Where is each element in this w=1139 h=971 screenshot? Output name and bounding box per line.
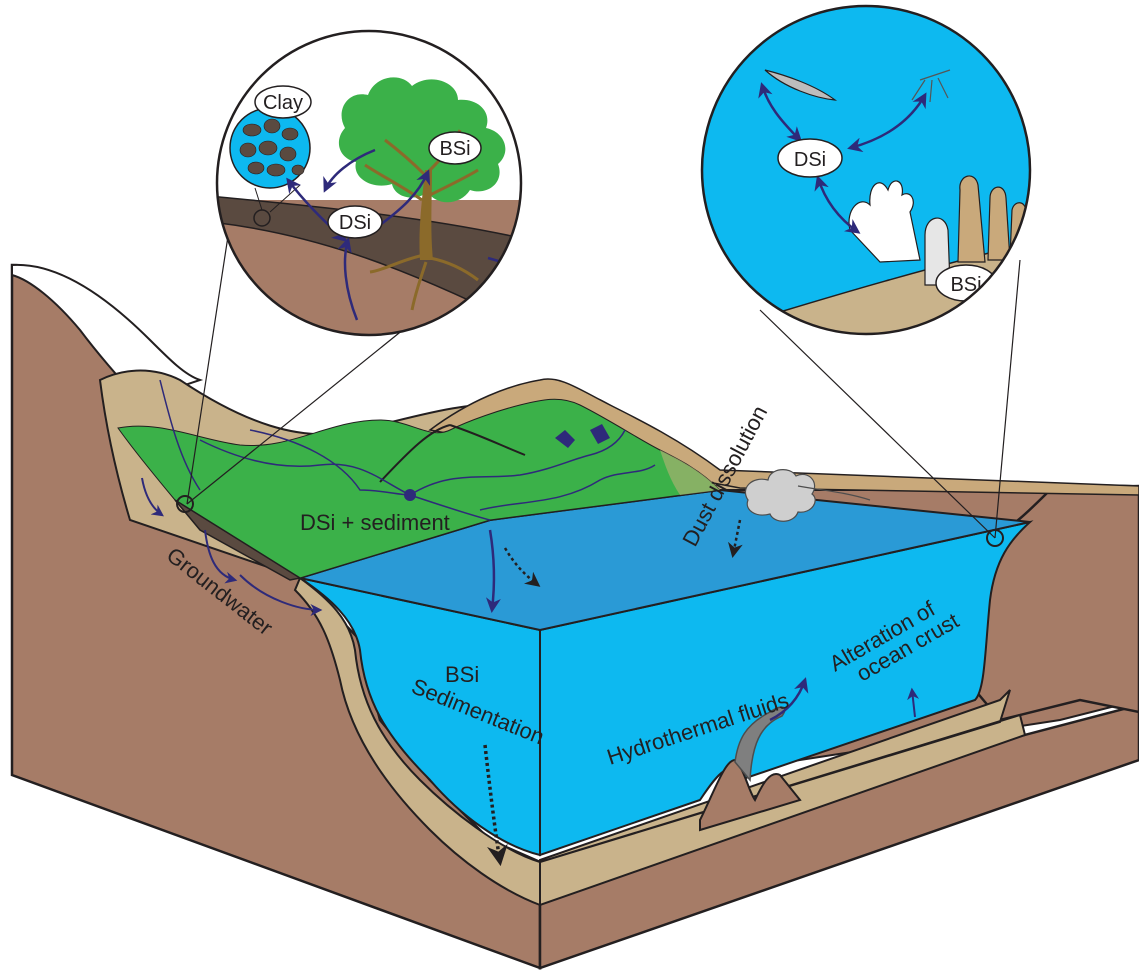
ocean-inset-bsi: BSi (950, 274, 981, 296)
ocean-crust-arrow (907, 687, 920, 718)
river-outflow-arrow (485, 529, 501, 613)
ocean-inset-dsi: DSi (794, 149, 826, 171)
soil-wedge (174, 499, 303, 581)
ocean-right-face (539, 520, 1034, 857)
rock-front-block (538, 700, 1139, 970)
land-inset-bsi: BSi (439, 138, 470, 160)
land-inset-clay: Clay (263, 92, 303, 114)
river-confluence-dot (404, 489, 416, 501)
dust-cloud (744, 469, 871, 522)
ocean-front-face (299, 577, 541, 857)
hydrothermal-arrow (769, 677, 809, 722)
label-bsi: BSi (445, 662, 479, 687)
land-dust-gradient (660, 450, 720, 495)
mountain-back-rim (428, 378, 1139, 496)
mountain-snow (11, 263, 204, 402)
ocean-inset: DSi BSi (700, 4, 1032, 336)
seafloor-ridge (699, 758, 802, 832)
river-sediment-arrow (503, 547, 541, 587)
zoom-point-ocean (986, 529, 1004, 547)
bsi-sedimentation-arrow (483, 744, 508, 867)
groundwater-arrows (141, 477, 323, 616)
land-inset-dsi: DSi (339, 212, 371, 234)
hydrothermal-plume (734, 706, 786, 782)
ridge-line-2 (449, 424, 526, 456)
dust-dissolution-arrow (727, 519, 743, 558)
freshwater-diatoms (555, 424, 610, 448)
land-inset: Clay BSi DSi (215, 29, 523, 337)
label-dsi-sediment: DSi + sediment (300, 510, 450, 535)
zoom-point-land (176, 495, 194, 513)
river-network (159, 379, 656, 521)
inset-zoom-lines (186, 209, 1021, 539)
ridge-line-1 (379, 424, 451, 483)
